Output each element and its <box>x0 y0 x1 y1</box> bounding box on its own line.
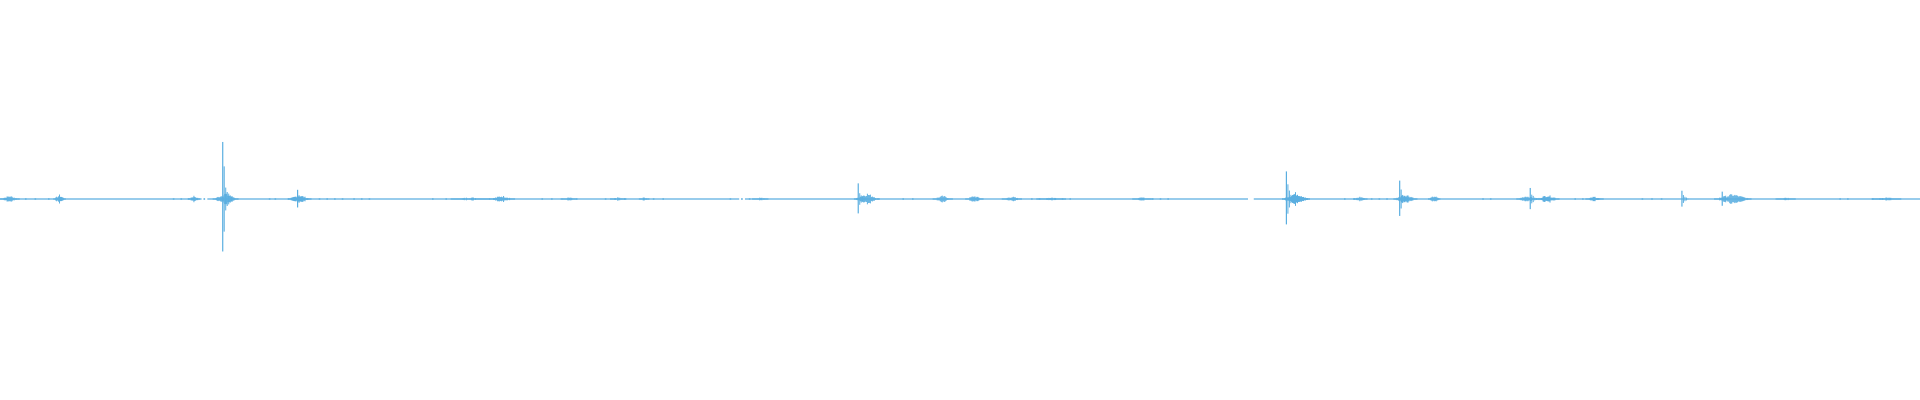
waveform-burst <box>489 195 516 203</box>
noise-dot <box>24 198 27 200</box>
noise-dot <box>1651 198 1653 200</box>
noise-dot <box>1660 198 1663 200</box>
noise-dot <box>1386 198 1388 200</box>
noise-dot <box>551 198 553 200</box>
noise-dot <box>1489 198 1492 200</box>
waveform-transient <box>857 183 868 214</box>
waveform-burst <box>1001 196 1022 202</box>
noise-dot <box>360 198 363 200</box>
noise-dot <box>180 198 183 200</box>
waveform-transient <box>1285 171 1296 225</box>
noise-dot <box>1839 198 1841 200</box>
waveform-burst <box>450 197 491 201</box>
waveform-burst <box>562 197 577 201</box>
waveform-burst <box>1585 196 1604 202</box>
noise-dot <box>1370 198 1373 200</box>
waveform-burst <box>1036 197 1067 201</box>
waveform-transient <box>1681 190 1692 207</box>
waveform-burst <box>1132 197 1153 201</box>
waveform-burst <box>965 196 984 202</box>
waveform-transients <box>222 141 1732 252</box>
noise-dot <box>662 198 664 200</box>
noise-dot <box>729 198 732 200</box>
noise-dot <box>1847 198 1849 200</box>
noise-dot <box>741 198 743 200</box>
noise-dot <box>34 198 37 200</box>
waveform-burst <box>610 197 627 201</box>
noise-dot <box>604 198 607 200</box>
waveform-burst <box>932 195 953 203</box>
waveform-burst <box>0 196 20 202</box>
waveform-transient <box>222 141 233 252</box>
noise-dot <box>326 198 328 200</box>
noise-dot <box>1159 198 1162 200</box>
waveform-burst <box>1871 197 1902 201</box>
noise-dot <box>1378 198 1381 200</box>
waveform-burst <box>1353 196 1368 202</box>
noise-dot <box>268 198 271 200</box>
waveform-burst <box>1775 197 1796 201</box>
noise-dot <box>1582 198 1584 200</box>
waveform-burst <box>752 197 769 201</box>
noise-dot <box>1641 198 1644 200</box>
noise-dot <box>576 198 578 200</box>
noise-dot <box>274 198 277 200</box>
noise-dot <box>203 198 206 200</box>
noise-dot <box>541 198 544 200</box>
noise-dot <box>334 198 336 200</box>
noise-dot <box>1574 198 1576 200</box>
noise-dot <box>748 198 751 200</box>
waveform-transient <box>1529 187 1540 210</box>
waveform-burst <box>638 197 650 201</box>
noise-dot <box>353 198 355 200</box>
waveform-burst <box>187 195 201 203</box>
waveform-transient <box>1721 191 1732 206</box>
noise-dot <box>1482 198 1484 200</box>
noise-dot <box>902 198 904 200</box>
noise-dot <box>1152 198 1154 200</box>
waveform-burst <box>1714 194 1752 204</box>
noise-dot <box>1167 198 1169 200</box>
noise-dot <box>368 198 371 200</box>
waveform-transient <box>1399 180 1410 216</box>
noise-dot <box>432 198 434 200</box>
waveform-bursts <box>0 192 1902 206</box>
waveform-burst <box>53 194 66 204</box>
noise-dot <box>1031 198 1033 200</box>
waveform-transient <box>297 189 308 208</box>
noise-dot <box>48 198 50 200</box>
noise-dot <box>652 198 655 200</box>
noise-dot <box>560 198 563 200</box>
noise-dot <box>1344 198 1346 200</box>
noise-dot <box>318 198 321 200</box>
noise-dot <box>341 198 344 200</box>
waveform-burst <box>1427 196 1441 202</box>
noise-dot <box>445 198 448 200</box>
noise-dot <box>172 198 175 200</box>
noise-dot <box>912 198 914 200</box>
noise-dot <box>1069 198 1072 200</box>
